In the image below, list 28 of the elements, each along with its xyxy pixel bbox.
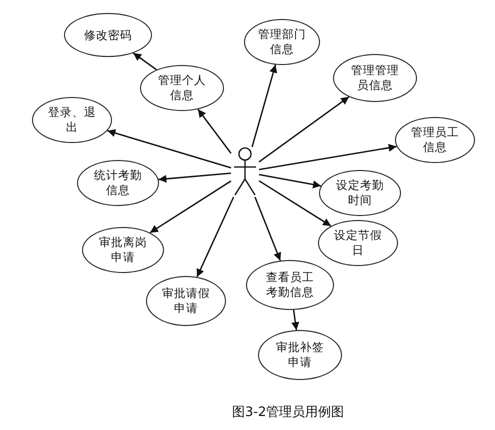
use-case-ellipse: 管理管理员信息 (333, 54, 417, 102)
arrow (291, 310, 300, 330)
arrow (258, 174, 322, 188)
arrow (197, 108, 232, 154)
arrow (196, 196, 234, 278)
use-case-ellipse: 修改密码 (64, 13, 152, 57)
arrow (107, 129, 232, 168)
use-case-ellipse: 管理部门信息 (244, 19, 320, 65)
use-case-ellipse: 管理个人信息 (140, 65, 224, 111)
use-case-ellipse: 审批离岗申请 (82, 227, 164, 273)
use-case-ellipse: 管理员工信息 (395, 117, 475, 163)
actor-figure (231, 147, 259, 197)
arrow (258, 144, 397, 170)
arrow (258, 180, 332, 227)
arrow (132, 52, 157, 70)
arrow (254, 196, 282, 261)
arrow (251, 64, 278, 148)
use-case-ellipse: 查看员工考勤信息 (246, 260, 334, 310)
arrow (150, 180, 232, 234)
use-case-ellipse: 审批请假申请 (146, 276, 226, 326)
use-case-ellipse: 设定节假日 (318, 220, 398, 266)
use-case-ellipse: 审批补签申请 (258, 330, 342, 380)
arrow (158, 172, 232, 183)
use-case-ellipse: 登录、退出 (32, 97, 112, 143)
use-case-ellipse: 统计考勤信息 (77, 160, 159, 206)
arrow (258, 96, 350, 162)
caption: 图3-2管理员用例图 (232, 404, 344, 421)
use-case-ellipse: 设定考勤时间 (319, 170, 401, 216)
